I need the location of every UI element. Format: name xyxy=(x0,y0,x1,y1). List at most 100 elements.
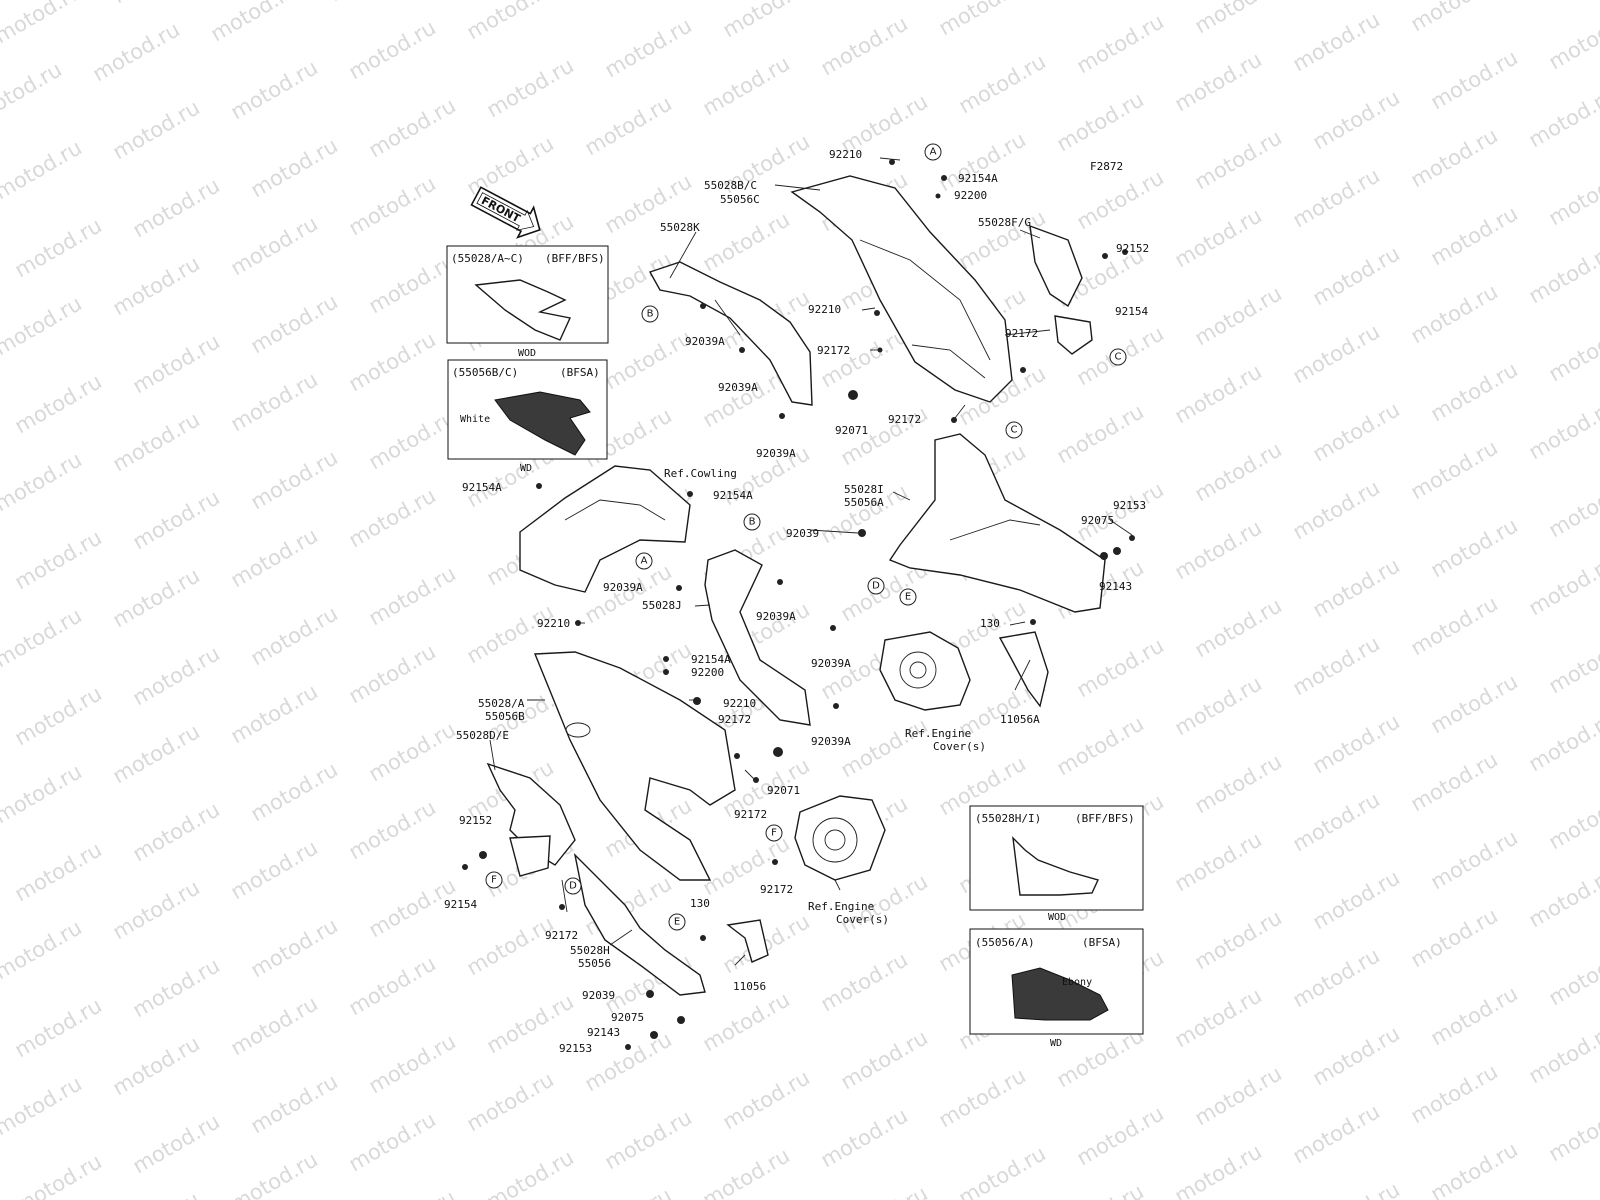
watermark-text: motod.ru xyxy=(1171,983,1266,1052)
watermark-text: motod.ru xyxy=(1191,125,1286,194)
part-label: 92039A xyxy=(718,381,758,394)
watermark-text: motod.ru xyxy=(0,0,86,48)
part-label: 92039 xyxy=(582,989,615,1002)
side-panel-right-part xyxy=(888,433,1106,613)
watermark-text: motod.ru xyxy=(109,1187,204,1200)
callout-circle-d-2: D xyxy=(564,877,582,895)
part-label: 92154A xyxy=(713,489,753,502)
watermark-text: motod.ru xyxy=(227,1147,322,1200)
inset-caption: WD xyxy=(520,463,532,474)
watermark-text: motod.ru xyxy=(365,249,460,318)
panel-detail xyxy=(949,519,1041,541)
part-label: 92039A xyxy=(811,735,851,748)
watermark-text: motod.ru xyxy=(11,213,106,282)
watermark-text: motod.ru xyxy=(0,915,86,984)
part-label: 55028F/G xyxy=(978,216,1031,229)
watermark-text: motod.ru xyxy=(1407,747,1502,816)
watermark-text: motod.ru xyxy=(325,0,420,6)
lower-fairing-icon xyxy=(1011,967,1109,1021)
watermark-text: motod.ru xyxy=(1171,359,1266,428)
part-label: Ref.Engine xyxy=(808,900,874,913)
inset-title: (55028H/I) xyxy=(975,812,1041,825)
watermark-text: motod.ru xyxy=(247,133,342,202)
part-label: 92153 xyxy=(1113,499,1146,512)
svg-text:C: C xyxy=(1115,352,1122,363)
watermark-text: motod.ru xyxy=(817,1103,912,1172)
watermark-text: motod.ru xyxy=(365,1029,460,1098)
watermark-text: motod.ru xyxy=(247,289,342,358)
part-label: 92210 xyxy=(537,617,570,630)
watermark-text: motod.ru xyxy=(1053,87,1148,156)
svg-text:F: F xyxy=(491,875,497,886)
part-label: Cover(s) xyxy=(933,740,986,753)
side-duct-part xyxy=(1054,315,1093,355)
bracket-detail xyxy=(564,499,666,521)
part-label: 92172 xyxy=(1005,327,1038,340)
watermark-text: motod.ru xyxy=(345,951,440,1020)
watermark-text: motod.ru xyxy=(699,207,794,276)
watermark-text: motod.ru xyxy=(1289,7,1384,76)
watermark-text: motod.ru xyxy=(109,0,204,8)
inset-box-55028h-i: (55028H/I) (BFF/BFS) WOD xyxy=(969,805,1144,923)
cowl-detail xyxy=(859,239,991,361)
watermark-text: motod.ru xyxy=(1289,1099,1384,1168)
watermark-text: motod.ru xyxy=(1053,1179,1148,1200)
watermark-text: motod.ru xyxy=(0,291,86,360)
watermark-text: motod.ru xyxy=(1407,903,1502,972)
part-label: 92210 xyxy=(829,148,862,161)
callout-circle-c-2: C xyxy=(1005,421,1023,439)
watermark-text: motod.ru xyxy=(935,0,1030,40)
figure-code: F2872 xyxy=(1090,160,1123,173)
inset-title: (55056/A) xyxy=(975,936,1035,949)
watermark-text: motod.ru xyxy=(1545,5,1600,74)
watermark-text: motod.ru xyxy=(1309,553,1404,622)
watermark-text: motod.ru xyxy=(345,327,440,396)
watermark-text: motod.ru xyxy=(11,369,106,438)
watermark-text: motod.ru xyxy=(837,1025,932,1094)
watermark-text: motod.ru xyxy=(365,561,460,630)
watermark-text: motod.ru xyxy=(129,1109,224,1178)
watermark-text: motod.ru xyxy=(1545,629,1600,698)
svg-text:E: E xyxy=(674,917,680,928)
part-label: 92154A xyxy=(691,653,731,666)
watermark-text: motod.ru xyxy=(1525,395,1600,464)
watermark-text: motod.ru xyxy=(1309,1177,1404,1200)
watermark-text: motod.ru xyxy=(1525,551,1600,620)
watermark-text: motod.ru xyxy=(837,1181,932,1200)
part-label: 92152 xyxy=(1116,242,1149,255)
part-label: 130 xyxy=(690,897,710,910)
watermark-text: motod.ru xyxy=(1525,239,1600,308)
part-label: 92172 xyxy=(718,713,751,726)
svg-text:E: E xyxy=(905,592,911,603)
inner-cover-part xyxy=(648,261,813,406)
part-label: 55028B/C xyxy=(704,179,757,192)
watermark-text: motod.ru xyxy=(1171,671,1266,740)
part-label: 55028/A xyxy=(478,697,525,710)
watermark-text: motod.ru xyxy=(1427,201,1522,270)
watermark-text: motod.ru xyxy=(11,525,106,594)
svg-text:F: F xyxy=(771,828,777,839)
fasteners xyxy=(462,159,1135,1050)
watermark-text: motod.ru xyxy=(1289,163,1384,232)
watermark-text: motod.ru xyxy=(0,447,86,516)
watermark-text: motod.ru xyxy=(109,719,204,788)
watermark-text: motod.ru xyxy=(1191,593,1286,662)
watermark-text: motod.ru xyxy=(463,1067,558,1136)
watermark-text: motod.ru xyxy=(1545,473,1600,542)
watermark-text: motod.ru xyxy=(1073,9,1168,78)
part-label: 92154 xyxy=(1115,305,1148,318)
watermark-text: motod.ru xyxy=(463,0,558,44)
watermark-text: motod.ru xyxy=(207,0,302,46)
watermark-text: motod.ru xyxy=(11,1149,106,1200)
part-label: 92075 xyxy=(1081,514,1114,527)
watermark-text: motod.ru xyxy=(1073,633,1168,702)
watermark-text: motod.ru xyxy=(1289,631,1384,700)
side-lower-duct-part xyxy=(509,835,551,877)
watermark-text: motod.ru xyxy=(817,947,912,1016)
watermark-text: motod.ru xyxy=(1427,669,1522,738)
watermark-text: motod.ru xyxy=(463,131,558,200)
callout-circle-d: D xyxy=(867,577,885,595)
part-label: 55028D/E xyxy=(456,729,509,742)
watermark-text: motod.ru xyxy=(1309,1021,1404,1090)
